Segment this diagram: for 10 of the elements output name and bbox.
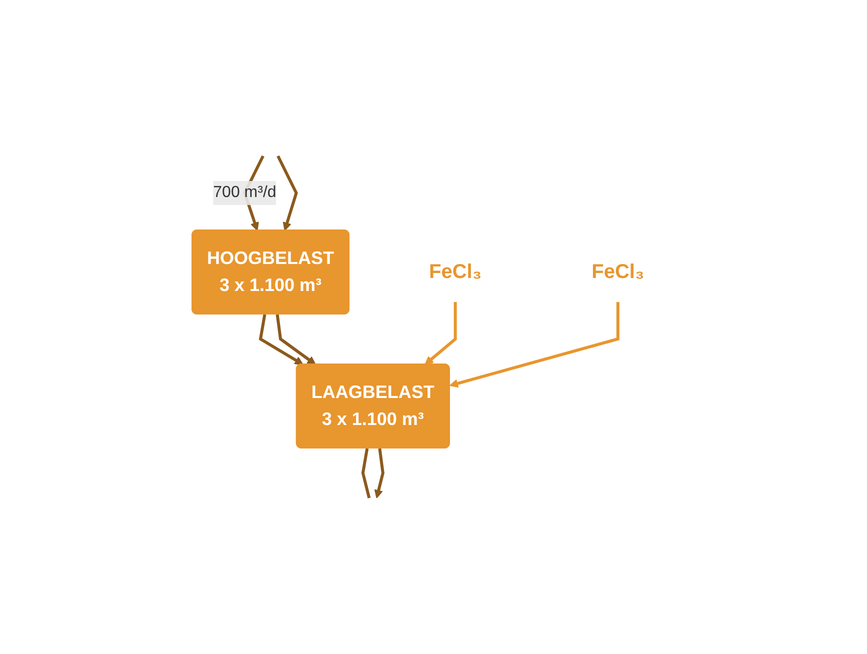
arrow [277,155,298,231]
node-text: FeCl₃ [429,261,482,283]
node-text: FeCl₃ [592,261,645,283]
arrow [450,302,620,388]
arrow [374,448,385,498]
connector [362,448,371,498]
arrow [259,314,304,365]
edge-label: 700 m³/d [214,184,277,201]
arrow [276,314,316,365]
arrow [425,302,458,365]
